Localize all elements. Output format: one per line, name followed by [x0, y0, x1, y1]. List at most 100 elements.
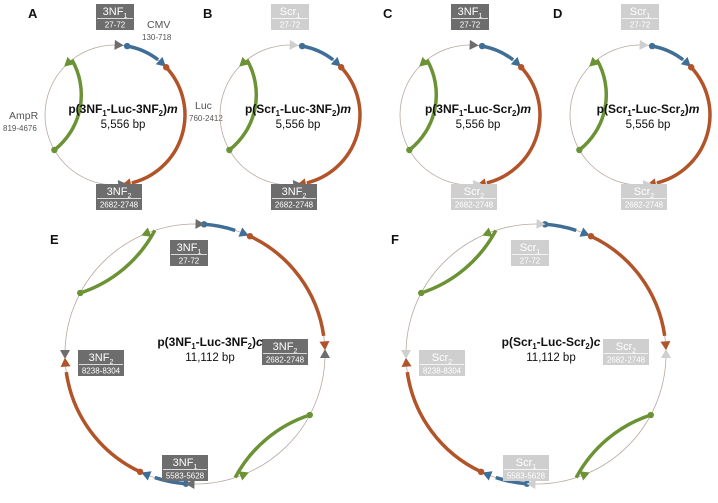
luc-feature-2-arrowhead [60, 357, 71, 368]
plasmid-name-name-sub: 1 [191, 342, 196, 351]
panel-d: Scr127-72Scr22682-2748p(Scr1-Luc-Scr2)m5… [553, 4, 712, 210]
ampr-feature-1 [574, 413, 652, 479]
plasmid-name-name-mid3: Scr [493, 102, 513, 116]
plasmid-name-name-mid3: Scr [661, 102, 681, 116]
luc-feature [656, 66, 712, 185]
site1-box-label-sub: 1 [536, 249, 540, 256]
site2-box-range: 2682-2748 [455, 201, 494, 210]
site1-box-label: Scr1 [280, 6, 301, 20]
plasmid-name-name-mid3: 3NF [136, 102, 159, 116]
site1-box-label-name: 3NF [177, 242, 198, 254]
cmv-feature-1-arrowhead [579, 227, 590, 237]
site2-box-label-name: Scr [616, 341, 633, 353]
site1-box-range: 27-72 [179, 257, 200, 266]
luc-feature-1-start-dot [587, 232, 595, 240]
panel-c: 3NF127-72Scr22682-2748p(3NF1-Luc-Scr2)m5… [383, 4, 542, 210]
site2-box-label-sub: 2 [632, 348, 636, 355]
site2-box-range: 2682-2748 [625, 201, 664, 210]
site2-box-bg [603, 339, 649, 365]
site2-box-bg [271, 184, 317, 210]
plasmid-name-name-mid: Scr [608, 102, 628, 116]
cmv-feature [481, 44, 515, 62]
ampr-feature-start-dot [226, 146, 233, 154]
ampr-feature-1 [233, 413, 311, 479]
cmv-feature [126, 44, 160, 62]
plasmid-name-name-sub2: 2 [585, 342, 590, 351]
site2-box-label-sub: 2 [480, 193, 484, 200]
cmv-feature-start-dot [648, 42, 656, 50]
site2-box-label-sub: 2 [302, 193, 306, 200]
site2-box-range: 2682-2748 [275, 201, 314, 210]
cmv-feature-start-dot [478, 42, 486, 50]
plasmid-name-name-end: ) [336, 102, 340, 116]
luc-feature-2-arrowhead [401, 357, 412, 368]
site3-box-range: 5583-5628 [507, 472, 546, 481]
site2-box-label-sub: 2 [293, 348, 297, 355]
plasmid-name-name-suffix: m [340, 102, 351, 116]
site3-box-label: Scr1 [516, 457, 537, 471]
plasmid-name-name-sub2: 2 [248, 342, 253, 351]
plasmid-name: p(Scr1-Luc-3NF2)m [245, 102, 351, 118]
ampr-feature-2-arrowhead [141, 227, 152, 237]
plasmid-size: 5,556 bp [626, 119, 671, 131]
cmv-feature-arrowhead [330, 56, 341, 67]
site1-box-label-sub: 1 [646, 13, 650, 20]
range-ampr: 819-4676 [3, 124, 37, 133]
ampr-feature-start-dot [51, 146, 58, 154]
site2-box-label: 3NF2 [107, 186, 132, 200]
site2-box-label: 3NF2 [273, 341, 298, 355]
site4-box-label-sub: 2 [109, 359, 113, 366]
site4-box-label: 3NF2 [89, 352, 114, 366]
plasmid-name-name-mid3: 3NF [309, 102, 332, 116]
plasmid-name-name-sub: 1 [276, 109, 281, 118]
panel-letter: D [553, 6, 562, 21]
site1-box-bg [511, 240, 549, 266]
luc-feature-1-start-dot [246, 232, 254, 240]
panel-e: 3NF127-723NF22682-27483NF15583-56283NF28… [50, 218, 330, 490]
site2-box-label-sub: 2 [650, 193, 654, 200]
ampr-feature-arrowhead [239, 56, 250, 67]
site3-box-bg [162, 455, 208, 481]
cmv-feature-arrowhead [680, 56, 691, 67]
label-cmv: CMV [147, 19, 170, 31]
plasmid-name-name-end: ) [685, 102, 689, 116]
site1-marker [639, 39, 649, 50]
range-cmv: 130-718 [142, 33, 172, 42]
plasmid-name: p(3NF1-Luc-3NF2)m [68, 102, 178, 118]
site2-marker [320, 349, 330, 358]
cmv-feature-1 [544, 222, 577, 233]
plasmid-name-name-mid: Scr [513, 335, 533, 349]
site4-box-bg [78, 350, 124, 376]
site3-marker [185, 479, 195, 490]
site2-box-range: 2682-2748 [607, 356, 646, 365]
ampr-feature-start-dot [406, 146, 413, 154]
ampr-feature-1-arrowhead [579, 471, 590, 481]
site3-marker [526, 479, 536, 490]
site4-box-range: 8238-8304 [423, 367, 462, 376]
site4-marker [401, 350, 411, 359]
cmv-feature [651, 44, 685, 62]
plasmid-name-name-sub: 1 [459, 109, 464, 118]
panel-letter: C [383, 6, 393, 21]
site4-box-range: 8238-8304 [82, 367, 121, 376]
ampr-feature [408, 58, 438, 152]
plasmid-name-name-pre: p( [157, 335, 168, 349]
plasmid-name-name-mid: Scr [256, 102, 276, 116]
ampr-feature-arrowhead [64, 56, 75, 67]
plasmid-name-name-suffix: m [167, 102, 178, 116]
site1-box-label-sub: 1 [296, 13, 300, 20]
luc-feature-start-dot [337, 64, 345, 71]
luc-feature-start-dot [687, 64, 695, 71]
ampr-feature-2 [79, 229, 157, 295]
plasmid-name-name-end: ) [163, 102, 167, 116]
plasmid-name: p(3NF1-Luc-Scr2)m [425, 102, 531, 118]
plasmid-name-name-mid2: -Luc- [463, 102, 492, 116]
luc-feature-2 [64, 371, 141, 474]
site1-marker [114, 39, 124, 50]
